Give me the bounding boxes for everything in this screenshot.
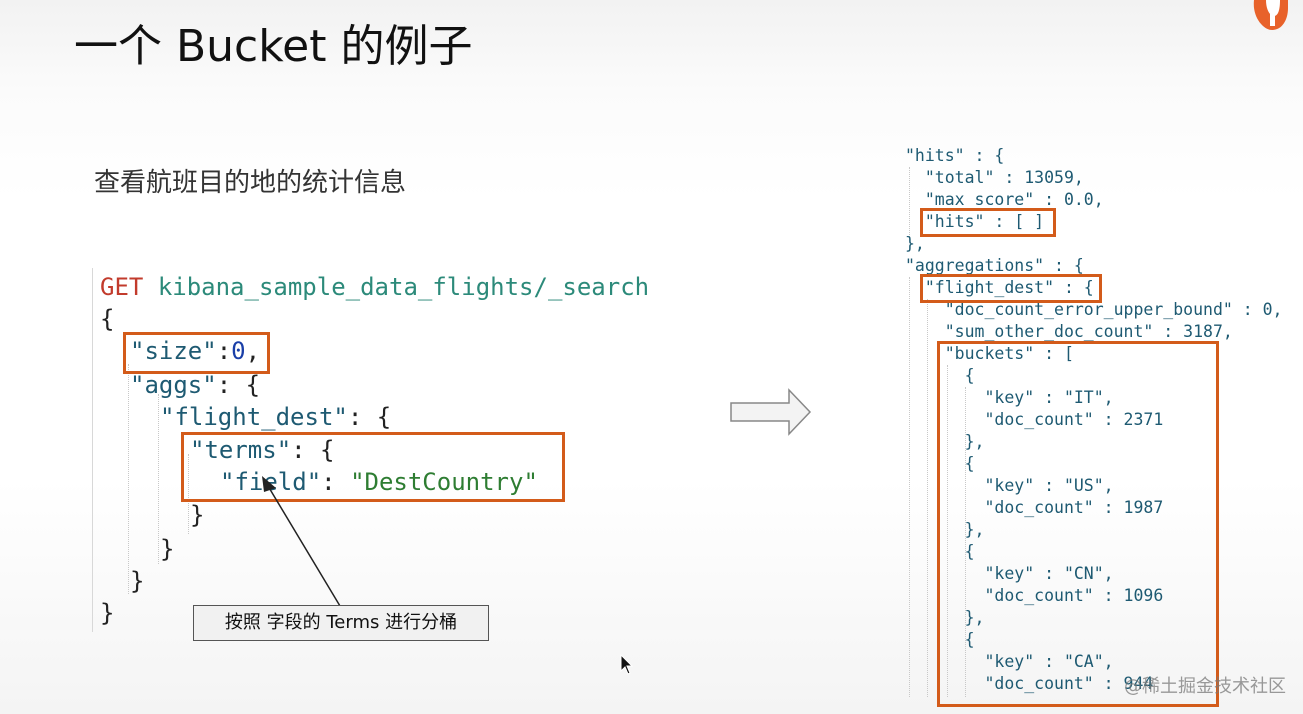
indent-guide (947, 365, 948, 697)
json-key: "aggs" (130, 371, 217, 399)
response-line: "key" : "CA", (905, 652, 1114, 671)
response-line: "hits" : { (905, 146, 1005, 165)
response-line: "key" : "CN", (905, 564, 1114, 583)
page-title: 一个 Bucket 的例子 (74, 21, 473, 72)
code-line: } (190, 501, 205, 529)
request-line: GET kibana_sample_data_flights/_search (100, 272, 649, 302)
response-line: "buckets" : [ (905, 344, 1074, 363)
code-line: "aggs": { (130, 370, 260, 400)
mouse-pointer-icon (620, 654, 634, 675)
json-sep: : { (291, 436, 335, 464)
request-path: kibana_sample_data_flights/_search (157, 273, 650, 301)
code-line: } (130, 567, 145, 595)
code-line: } (160, 535, 175, 563)
json-value: 0 (231, 337, 246, 365)
json-key: "flight_dest" (160, 403, 348, 431)
json-sep: , (245, 337, 261, 365)
response-line: { (905, 630, 975, 649)
response-line: { (905, 454, 975, 473)
response-line: "doc_count" : 2371 (905, 410, 1164, 429)
json-key: "terms" (190, 436, 292, 464)
json-value: "DestCountry" (350, 468, 538, 496)
response-line: }, (905, 608, 985, 627)
json-sep: : { (347, 403, 392, 431)
code-line: "size":0, (130, 336, 260, 366)
response-line: }, (905, 520, 985, 539)
code-line: "flight_dest": { (160, 402, 391, 432)
terms-highlight-box (181, 432, 565, 502)
response-line: "doc_count_error_upper_bound" : 0, (905, 300, 1283, 319)
http-method: GET (100, 273, 144, 301)
response-line: }, (905, 432, 985, 451)
subtitle: 查看航班目的地的统计信息 (94, 168, 407, 198)
indent-guide (909, 167, 910, 237)
flight-dest-highlight-box (920, 274, 1102, 303)
response-line: "key" : "IT", (905, 388, 1114, 407)
size-highlight-box (123, 332, 270, 374)
response-line: "hits" : [ ] (905, 212, 1045, 231)
indent-guide (965, 387, 966, 697)
response-line: "doc_count" : 1987 (905, 498, 1164, 517)
indent-guide (909, 277, 910, 697)
indent-guide (158, 394, 159, 564)
response-line: "key" : "US", (905, 476, 1114, 495)
json-key: "size" (130, 337, 217, 365)
response-line: "max_score" : 0.0, (905, 190, 1104, 209)
response-line: "total" : 13059, (905, 168, 1084, 187)
indent-guide (927, 299, 928, 697)
indent-guide (128, 364, 129, 594)
response-line: { (905, 366, 975, 385)
code-line: { (100, 305, 115, 333)
response-line: "doc_count" : 944 (905, 674, 1154, 693)
response-line: "doc_count" : 1096 (905, 586, 1164, 605)
code-line: } (100, 599, 115, 627)
annotation-note: 按照 字段的 Terms 进行分桶 (193, 605, 489, 641)
buckets-highlight-box (937, 341, 1219, 707)
json-sep: : { (216, 371, 261, 399)
hits-highlight-box (920, 208, 1056, 237)
json-sep: : (216, 337, 232, 365)
response-code-block: "hits" : { "total" : 13059, "max_score" … (905, 145, 1295, 705)
code-line: "terms": { (190, 435, 335, 465)
watermark: @稀土掘金技术社区 (1124, 676, 1286, 697)
response-line: "sum_other_doc_count" : 3187, (905, 322, 1233, 341)
response-line: "flight_dest" : { (905, 278, 1094, 297)
response-line: { (905, 542, 975, 561)
geek-time-logo-icon (1253, 0, 1288, 30)
response-line: "aggregations" : { (905, 256, 1084, 275)
response-line: }, (905, 234, 925, 253)
indent-guide (188, 454, 189, 534)
code-gutter (92, 268, 93, 632)
